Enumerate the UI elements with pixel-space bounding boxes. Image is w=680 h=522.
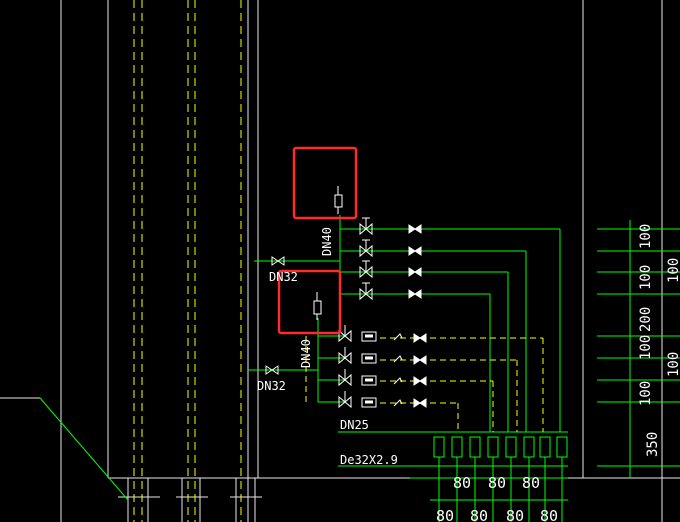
- green-diagonal: [39, 397, 129, 501]
- upper-fixture-icon: [334, 186, 343, 214]
- dim-text: 100: [638, 265, 654, 290]
- valve-icon: [338, 391, 352, 409]
- bottom-dim: 80: [488, 474, 506, 492]
- yellow-dashed-lines: [133, 0, 242, 522]
- check-valve-icon: [408, 267, 422, 277]
- meter-icon: [361, 397, 377, 408]
- bottom-dimension-texts: 80 80 80 80 80 80 80: [436, 474, 558, 522]
- valve-icon: [359, 217, 373, 236]
- valve-icon: [359, 239, 373, 258]
- meter-icon: [361, 331, 377, 342]
- upper-valves: [265, 217, 422, 375]
- bottom-dim: 80: [453, 474, 471, 492]
- dim-text: 100: [638, 224, 654, 249]
- lower-fixture-highlight: [277, 269, 342, 335]
- meter-box: [433, 436, 445, 458]
- lower-branches-dashed: [305, 336, 544, 432]
- meter-icon: [361, 353, 377, 364]
- bottom-dim: 80: [522, 474, 540, 492]
- upper-fixture-highlight: [292, 146, 358, 220]
- check-valve-icon: [413, 398, 427, 408]
- check-valve-icon: [408, 289, 422, 299]
- fixtures: [313, 186, 343, 320]
- lower-valves: [338, 325, 427, 409]
- meter-icon: [361, 375, 377, 386]
- dim-text: 100: [638, 335, 654, 360]
- check-icon: [393, 399, 403, 407]
- check-icon: [393, 333, 403, 341]
- upper-riser: [254, 215, 561, 432]
- meter-box: [539, 436, 551, 458]
- meter-box: [469, 436, 481, 458]
- check-icon: [393, 377, 403, 385]
- lower-riser: [248, 318, 568, 479]
- meter-box: [523, 436, 535, 458]
- bottom-dim: 80: [506, 507, 524, 522]
- lower-fixture-icon: [313, 292, 322, 320]
- dimension-texts: 100 100 200 100 100 350 100 100: [638, 224, 680, 457]
- highlight-boxes: [277, 146, 358, 335]
- dim-text: 350: [645, 432, 661, 457]
- valve-icon: [359, 282, 373, 301]
- dn32-upper-label: DN32: [269, 270, 298, 284]
- bottom-dim: 80: [470, 507, 488, 522]
- check-icon: [393, 355, 403, 363]
- valve-icon: [338, 369, 352, 387]
- dn40-upper-label: DN40: [320, 227, 334, 256]
- check-valve-icon: [413, 333, 427, 343]
- gate-valve-icon: [271, 256, 285, 266]
- dim-text-far: 100: [666, 258, 680, 283]
- valve-icon: [338, 325, 352, 343]
- valve-icon: [359, 260, 373, 279]
- meter-box: [556, 436, 568, 458]
- dn40-lower-label: DN40: [299, 339, 313, 368]
- dimension-lines: [597, 220, 680, 478]
- meter-box: [505, 436, 517, 458]
- dim-text-far: 100: [666, 352, 680, 377]
- dn32-lower-label: DN32: [257, 379, 286, 393]
- check-valve-icon: [408, 224, 422, 234]
- meter-row: [430, 436, 568, 522]
- gate-valve-icon: [265, 365, 279, 375]
- check-valve-icon: [413, 355, 427, 365]
- meter-box: [451, 436, 463, 458]
- bottom-dim: 80: [540, 507, 558, 522]
- dn25-label: DN25: [340, 418, 369, 432]
- meter-box: [487, 436, 499, 458]
- labels: DN40 DN40 DN32 DN32 DN25 De32X2.9: [257, 227, 398, 467]
- pipe-spec-label: De32X2.9: [340, 453, 398, 467]
- check-valve-icon: [413, 376, 427, 386]
- dim-text: 100: [638, 381, 654, 406]
- check-valve-icon: [408, 246, 422, 256]
- valve-icon: [338, 347, 352, 365]
- dim-text: 200: [638, 307, 654, 332]
- bottom-dim: 80: [436, 507, 454, 522]
